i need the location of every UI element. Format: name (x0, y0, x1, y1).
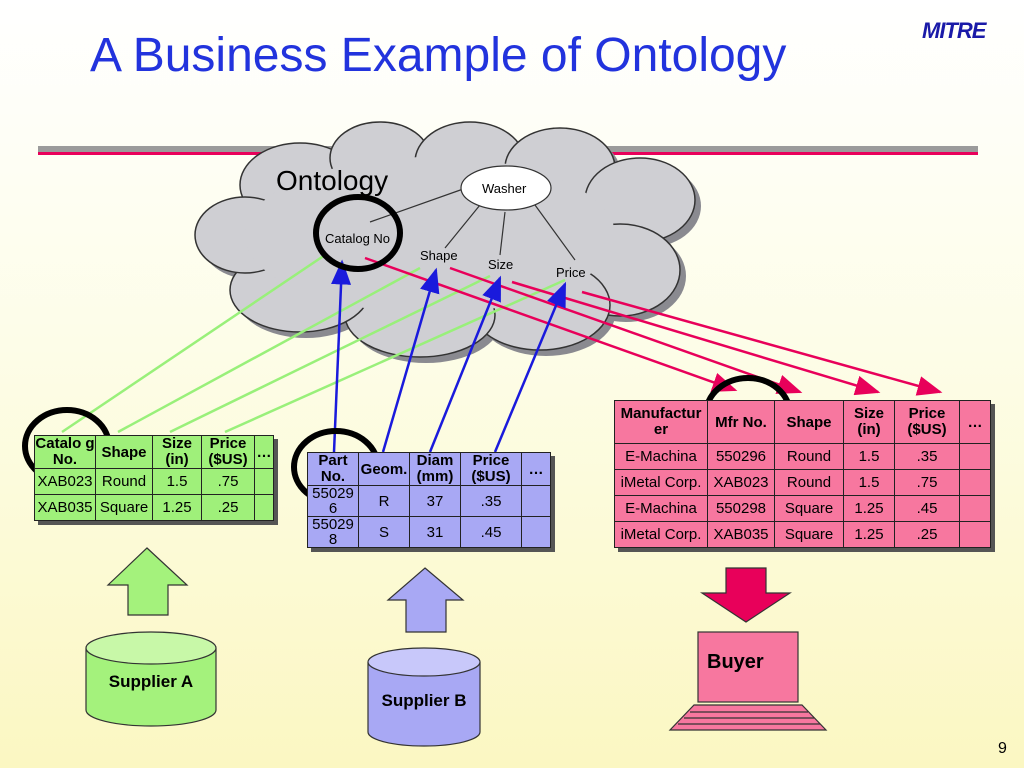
table-cell: E-Machina (614, 443, 708, 470)
table-cell: 1.25 (152, 494, 202, 521)
table-cell: .25 (894, 521, 960, 548)
table-cell: R (358, 485, 410, 517)
table-cell: 550296 (707, 443, 775, 470)
catalog-no-node: Catalog No (325, 231, 391, 246)
table-cell: iMetal Corp. (614, 469, 708, 496)
table-header: Size (in) (152, 435, 202, 469)
table-cell: 1.25 (843, 521, 895, 548)
table-row: E-Machina 550296 Round 1.5 .35 (614, 443, 991, 470)
table-cell: Square (774, 521, 844, 548)
table-cell (521, 516, 551, 548)
table-cell: iMetal Corp. (614, 521, 708, 548)
table-row: iMetal Corp. XAB023 Round 1.5 .75 (614, 469, 991, 496)
table-row: E-Machina 550298 Square 1.25 .45 (614, 495, 991, 522)
table-cell: Round (774, 469, 844, 496)
supplier-a-links (61, 253, 566, 434)
table-row: 55029 8 S 31 .45 (307, 516, 551, 548)
table-header: Mfr No. (707, 400, 775, 444)
supplier-a-database-icon (85, 631, 217, 727)
table-header: Shape (774, 400, 844, 444)
table-cell (521, 485, 551, 517)
table-header: Size (in) (843, 400, 895, 444)
table-cell (959, 443, 991, 470)
table-cell: 55029 6 (307, 485, 359, 517)
table-cell: 1.5 (843, 443, 895, 470)
table-cell: 37 (409, 485, 461, 517)
table-cell (254, 468, 274, 495)
supplier-b-database-icon (367, 647, 481, 747)
table-row: XAB035 Square 1.25 .25 (34, 494, 274, 521)
washer-node (460, 165, 552, 211)
table-cell: .75 (201, 468, 255, 495)
buyer-label: Buyer (707, 651, 764, 673)
table-cell: 1.5 (843, 469, 895, 496)
table-cell (959, 521, 991, 548)
table-cell: .25 (201, 494, 255, 521)
table-cell: XAB023 (34, 468, 96, 495)
table-cell: XAB035 (707, 521, 775, 548)
table-cell: 1.5 (152, 468, 202, 495)
buyer-computer-icon (668, 631, 828, 731)
table-cell: .35 (460, 485, 522, 517)
supplier-b-label: Supplier B (381, 691, 467, 710)
price-node: Price (556, 265, 586, 280)
table-cell: E-Machina (614, 495, 708, 522)
table-header: Price ($US) (460, 452, 522, 486)
table-header: Catalo g No. (34, 435, 96, 469)
page-number: 9 (998, 740, 1007, 757)
mitre-logo: MITRE (922, 18, 986, 43)
table-cell: .45 (460, 516, 522, 548)
supplier-a-label: Supplier A (108, 672, 194, 691)
table-header: Manufactur er (614, 400, 708, 444)
size-node: Size (488, 257, 514, 272)
table-cell: 55029 8 (307, 516, 359, 548)
table-cell: 550298 (707, 495, 775, 522)
ontology-edges (369, 187, 576, 261)
table-cell: Square (95, 494, 153, 521)
table-cell (254, 494, 274, 521)
table-header: Diam (mm) (409, 452, 461, 486)
buyer-links (364, 256, 943, 396)
table-cell: Round (774, 443, 844, 470)
table-cell: XAB035 (34, 494, 96, 521)
supplier-a-table: Catalo g No. Shape Size (in) Price ($US)… (34, 435, 274, 521)
table-cell: .45 (894, 495, 960, 522)
table-header: Shape (95, 435, 153, 469)
table-header: Price ($US) (894, 400, 960, 444)
table-cell: .75 (894, 469, 960, 496)
table-cell: .35 (894, 443, 960, 470)
table-cell: 31 (409, 516, 461, 548)
table-header: … (959, 400, 991, 444)
table-header: Geom. (358, 452, 410, 486)
table-header: … (521, 452, 551, 486)
table-cell: Round (95, 468, 153, 495)
table-row: XAB023 Round 1.5 .75 (34, 468, 274, 495)
table-row: iMetal Corp. XAB035 Square 1.25 .25 (614, 521, 991, 548)
table-cell (959, 469, 991, 496)
supplier-a-up-arrow-icon (106, 547, 189, 616)
slide-title: A Business Example of Ontology (90, 29, 787, 82)
table-cell (959, 495, 991, 522)
table-header: … (254, 435, 274, 469)
table-row: 55029 6 R 37 .35 (307, 485, 551, 517)
table-cell: XAB023 (707, 469, 775, 496)
table-cell: 1.25 (843, 495, 895, 522)
supplier-b-links (331, 259, 567, 453)
table-header: Part No. (307, 452, 359, 486)
table-header: Price ($US) (201, 435, 255, 469)
washer-node-label: Washer (482, 181, 527, 196)
table-cell: S (358, 516, 410, 548)
shape-node: Shape (420, 248, 458, 263)
supplier-b-table: Part No. Geom. Diam (mm) Price ($US) … 5… (307, 452, 551, 548)
supplier-b-up-arrow-icon (386, 567, 465, 633)
ontology-label: Ontology (276, 165, 389, 196)
buyer-table: Manufactur er Mfr No. Shape Size (in) Pr… (614, 400, 991, 548)
table-cell: Square (774, 495, 844, 522)
buyer-down-arrow-icon (699, 567, 793, 623)
